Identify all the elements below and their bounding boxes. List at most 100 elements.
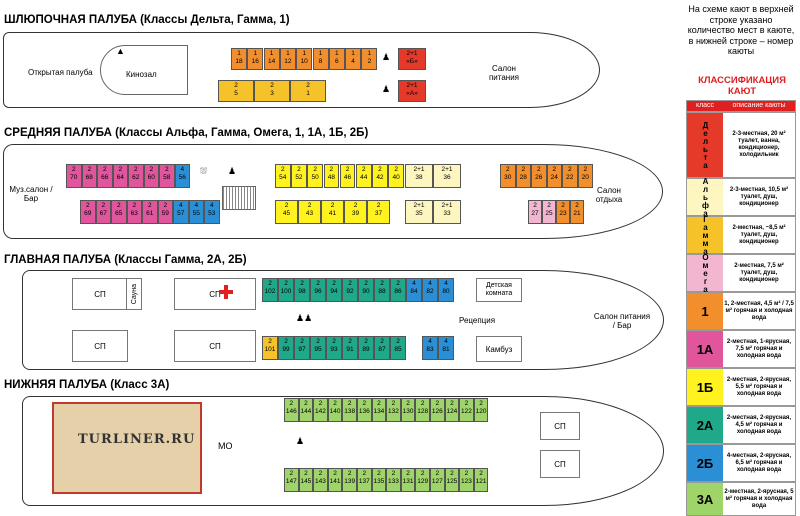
lux-b-cabin[interactable]: 2+1«Б» [398, 48, 426, 70]
